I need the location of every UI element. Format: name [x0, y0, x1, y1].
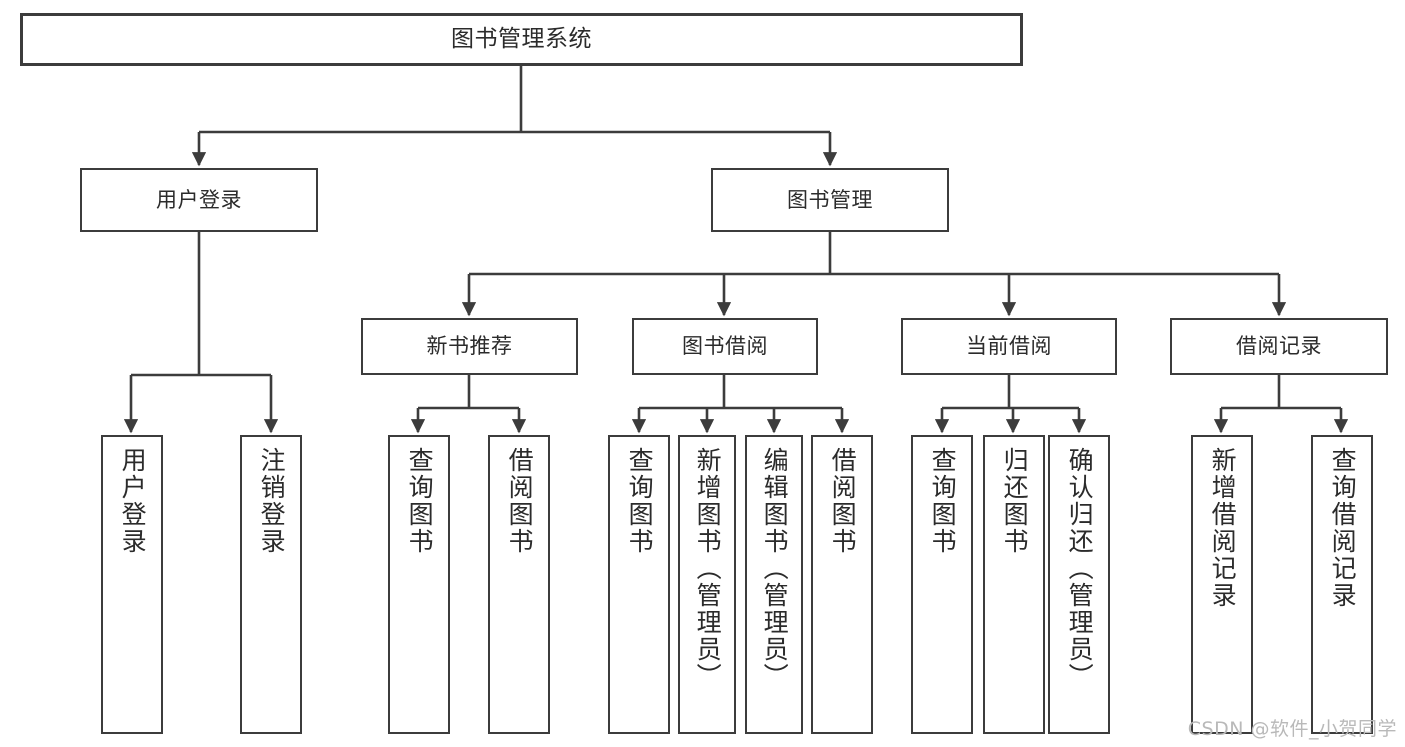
- node-book-borrow[interactable]: 图书借阅: [632, 318, 818, 375]
- node-borrow-record[interactable]: 借阅记录: [1170, 318, 1388, 375]
- node-label: 用户登录: [118, 447, 148, 555]
- node-label: 图书管理: [787, 187, 873, 212]
- leaf-add-borrow-record[interactable]: 新增借阅记录: [1191, 435, 1253, 734]
- leaf-return-book[interactable]: 归还图书: [983, 435, 1045, 734]
- leaf-query-borrow-record[interactable]: 查询借阅记录: [1311, 435, 1373, 734]
- node-label: 新书推荐: [426, 334, 513, 359]
- node-label: 查询借阅记录: [1328, 447, 1358, 609]
- leaf-add-book-admin[interactable]: 新增图书（管理员）: [678, 435, 736, 734]
- node-user-login[interactable]: 用户登录: [80, 168, 318, 232]
- node-book-management[interactable]: 图书管理: [711, 168, 949, 232]
- node-label: 新增图书（管理员）: [693, 447, 723, 690]
- leaf-confirm-return-admin[interactable]: 确认归还（管理员）: [1048, 435, 1110, 734]
- node-label: 查询图书: [625, 447, 655, 555]
- node-label: 新增借阅记录: [1208, 447, 1238, 609]
- node-label: 查询图书: [928, 447, 958, 555]
- leaf-query-book-current[interactable]: 查询图书: [911, 435, 973, 734]
- leaf-user-login[interactable]: 用户登录: [101, 435, 163, 734]
- node-label: 用户登录: [156, 187, 242, 212]
- leaf-logout[interactable]: 注销登录: [240, 435, 302, 734]
- node-label: 图书管理系统: [451, 25, 592, 52]
- node-current-borrow[interactable]: 当前借阅: [901, 318, 1117, 375]
- node-label: 图书借阅: [682, 334, 768, 359]
- node-label: 当前借阅: [966, 334, 1052, 359]
- node-new-book-recommend[interactable]: 新书推荐: [361, 318, 578, 375]
- node-label: 注销登录: [257, 447, 287, 555]
- csdn-watermark: CSDN @软件_小贺同学: [1187, 718, 1397, 740]
- node-label: 编辑图书（管理员）: [760, 447, 790, 690]
- node-label: 借阅图书: [505, 447, 535, 555]
- node-label: 借阅图书: [828, 447, 858, 555]
- leaf-edit-book-admin[interactable]: 编辑图书（管理员）: [745, 435, 803, 734]
- node-label: 查询图书: [405, 447, 435, 555]
- leaf-borrow-book[interactable]: 借阅图书: [811, 435, 873, 734]
- node-label: 确认归还（管理员）: [1065, 447, 1095, 690]
- node-label: 归还图书: [1000, 447, 1030, 555]
- leaf-borrow-book-recommend[interactable]: 借阅图书: [488, 435, 550, 734]
- node-label: 借阅记录: [1236, 334, 1322, 359]
- node-book-management-system[interactable]: 图书管理系统: [20, 13, 1023, 66]
- leaf-query-book-recommend[interactable]: 查询图书: [388, 435, 450, 734]
- leaf-query-book-borrow[interactable]: 查询图书: [608, 435, 670, 734]
